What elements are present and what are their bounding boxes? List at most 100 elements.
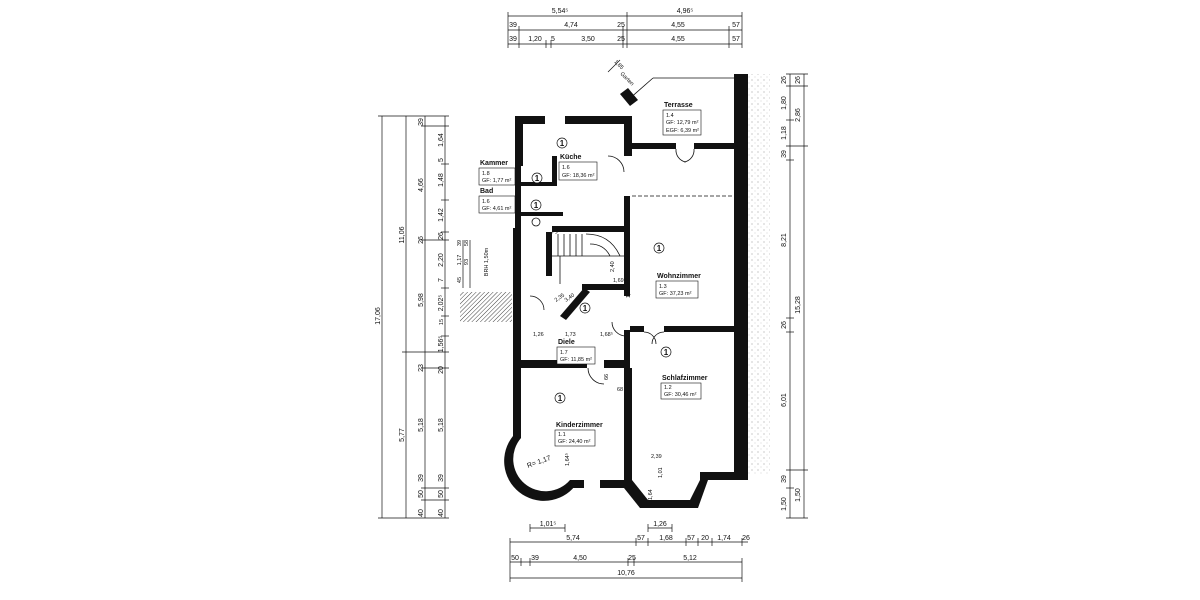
dim-left-c6: 5,18 xyxy=(418,418,425,432)
room-kinderzimmer: 1 Kinderzimmer 1.1 GF: 24,40 m² xyxy=(554,392,603,447)
dim-bottom-9: 26 xyxy=(742,535,750,542)
room-circle: 1 xyxy=(664,348,669,357)
dim-small-3: 58 xyxy=(464,240,470,246)
room-name: Kinderzimmer xyxy=(556,422,603,429)
dim-left-c1: 39 xyxy=(418,118,425,126)
dim-top-8: 39 xyxy=(509,36,517,43)
room-area: GF: 18,36 m² xyxy=(562,173,595,179)
room-area: GF: 1,77 m² xyxy=(482,178,512,184)
room-kammer: Kammer 1.8 GF: 1,77 m² 1 xyxy=(478,160,543,186)
dim-int-13: 1,01 xyxy=(658,467,664,478)
room-name: Kammer xyxy=(480,160,508,167)
bru-label: BRH 1,50m xyxy=(484,247,490,276)
room-circle: 1 xyxy=(657,244,662,253)
room-id: 1.3 xyxy=(659,284,667,290)
dim-right-3: 1,18 xyxy=(781,126,788,140)
dim-int-3: 1,68⁵ xyxy=(600,331,613,338)
dim-int-5: 3,40 xyxy=(564,293,576,304)
room-name: Schlafzimmer xyxy=(662,375,708,382)
dim-bottom-1: 1,01⁵ xyxy=(540,521,557,528)
room-circle: 1 xyxy=(534,201,539,210)
dim-left-d7: 7 xyxy=(438,278,445,282)
room-bad: Bad 1.6 GF: 4,61 m² 1 xyxy=(478,188,542,227)
dim-top-10: 5 xyxy=(551,36,555,43)
room-wohnzimmer: 1 Wohnzimmer 1.3 GF: 37,23 m² xyxy=(653,242,701,299)
dim-bottom-10: 50 xyxy=(511,555,519,562)
room-id: 1.6 xyxy=(482,199,490,205)
dim-right-1: 26 xyxy=(781,76,788,84)
dim-left-d9: 1,56⁵ xyxy=(438,336,445,353)
toilet-icon xyxy=(531,217,541,227)
dim-bottom-6: 57 xyxy=(687,535,695,542)
dim-bottom-4: 57 xyxy=(637,535,645,542)
dim-top-7: 57 xyxy=(732,22,740,29)
dim-left-d5: 26 xyxy=(438,232,445,240)
dim-int-10: 66 xyxy=(604,374,610,380)
dim-bottom-7: 20 xyxy=(701,535,709,542)
room-schlafzimmer: 1 Schlafzimmer 1.2 GF: 30,46 m² xyxy=(660,346,708,400)
garden-dim: 1,85 xyxy=(613,59,625,71)
room-name: Wohnzimmer xyxy=(657,273,701,280)
dim-right-13: 1,50 xyxy=(795,488,802,502)
room-terrasse: Terrasse 1.4 GF: 12,79 m² EGF: 6,39 m² xyxy=(662,102,702,136)
dim-top-12: 25 xyxy=(617,36,625,43)
room-id: 1.7 xyxy=(560,350,568,356)
dim-int-11: 2,39 xyxy=(651,454,662,460)
dim-right-10: 26 xyxy=(795,76,802,84)
room-area: GF: 11,85 m² xyxy=(560,357,592,363)
room-name: Küche xyxy=(560,154,582,161)
room-name: Bad xyxy=(480,188,493,195)
room-name: Terrasse xyxy=(664,102,693,109)
dim-int-9: 68 xyxy=(617,387,623,393)
dim-int-1: 1,26 xyxy=(533,332,544,338)
dim-right-7: 6,01 xyxy=(781,393,788,407)
room-area: GF: 37,23 m² xyxy=(659,291,692,297)
room-circle: 1 xyxy=(535,174,540,183)
dim-int-2: 1,73 xyxy=(565,332,576,338)
dim-left-d8: 2,02⁵ xyxy=(438,295,445,312)
walls xyxy=(460,74,748,508)
room-circle: 1 xyxy=(583,304,588,313)
dim-left-d2: 5 xyxy=(438,158,445,162)
dim-left-d4: 1,42 xyxy=(438,208,445,222)
bottom-dimensions: 1,01⁵ 1,26 5,74 57 1,68 57 20 1,74 26 50… xyxy=(509,521,750,582)
dim-bottom-11: 39 xyxy=(531,555,539,562)
dim-small-1: 39 xyxy=(457,240,463,246)
dim-left-c2: 4,66 xyxy=(418,178,425,192)
dim-left-b: 5,77 xyxy=(399,428,406,442)
dim-int-7: 2,40 xyxy=(610,261,616,272)
room-circle: 1 xyxy=(558,394,563,403)
doors xyxy=(529,148,734,385)
dim-left-d12: 39 xyxy=(438,474,445,482)
right-dimensions: 26 1,80 1,18 39 8,21 26 6,01 39 1,50 26 … xyxy=(781,73,808,519)
dim-left-total: 17,06 xyxy=(375,307,382,325)
dim-left-d11: 5,18 xyxy=(438,418,445,432)
left-dimensions: 17,06 11,06 5,77 39 4,66 26 5,98 23 5,18… xyxy=(375,115,471,519)
dim-right-4: 39 xyxy=(781,150,788,158)
room-area: GF: 30,46 m² xyxy=(664,392,697,398)
room-id: 1.8 xyxy=(482,171,490,177)
dim-left-d6: 2,20 xyxy=(438,253,445,267)
stairs xyxy=(552,233,624,284)
dim-left-d14: 40 xyxy=(438,509,445,517)
dim-top-14: 57 xyxy=(732,36,740,43)
dim-right-11: 2,86 xyxy=(795,108,802,122)
dim-top-5: 25 xyxy=(617,22,625,29)
dim-int-6: 1,69⁵ xyxy=(613,277,626,284)
dim-bottom-14: 5,12 xyxy=(683,555,697,562)
room-diele: 1 Diele 1.7 GF: 11,85 m² xyxy=(556,302,596,365)
dim-radius: R= 1,17 xyxy=(526,455,552,470)
dim-left-a: 11,06 xyxy=(399,226,406,243)
dim-top-2: 4,96⁵ xyxy=(677,8,694,15)
dim-bottom-13: 25 xyxy=(628,555,636,562)
dim-bottom-5: 1,68 xyxy=(659,535,673,542)
dim-right-8: 39 xyxy=(781,475,788,483)
room-id: 1.6 xyxy=(562,165,570,171)
room-area2: EGF: 6,39 m² xyxy=(666,128,699,134)
dim-left-d3: 1,48 xyxy=(438,173,445,187)
room-name: Diele xyxy=(558,339,575,346)
room-id: 1.4 xyxy=(666,113,674,119)
dim-top-4: 4,74 xyxy=(564,22,578,29)
dim-small-4: 45 xyxy=(457,277,463,283)
